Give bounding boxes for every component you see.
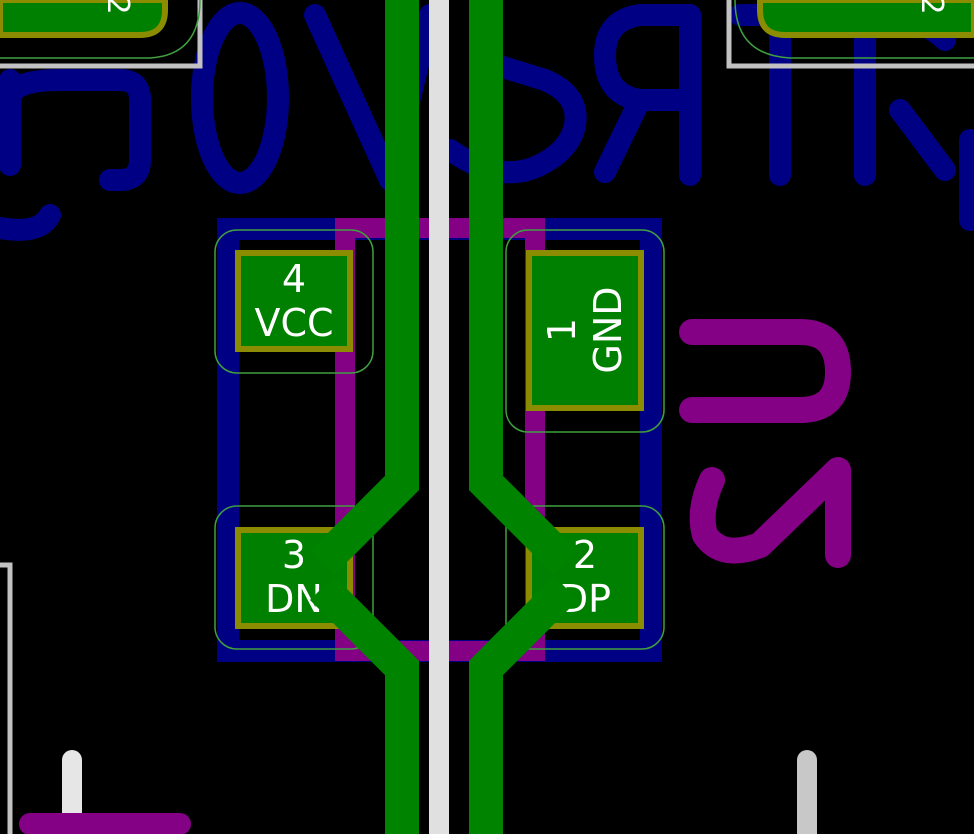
pad-3-number: 3 — [282, 533, 306, 577]
pad-2-number: 2 — [573, 533, 597, 577]
silk-marking-u2 — [679, 319, 851, 568]
partial-pad-left-number: 2 — [100, 0, 135, 15]
partial-pad-right-number: 2 — [914, 0, 949, 15]
pad-4-number: 4 — [282, 257, 306, 301]
edge-cut-line — [429, 0, 449, 834]
pad-clearance-outlines — [0, 0, 974, 650]
partial-pad-right[interactable]: 2 — [757, 0, 974, 38]
pad-1-number: 1 — [540, 318, 584, 342]
pad-1-net: GND — [586, 286, 630, 373]
copper-trace-overlaps — [309, 230, 579, 681]
pad-4-net: VCC — [254, 301, 333, 345]
pad-1-gnd[interactable]: 1 GND — [526, 250, 644, 411]
partial-pad-left[interactable]: 2 — [0, 0, 168, 38]
pad-4-vcc[interactable]: 4 VCC — [235, 250, 353, 352]
pad-2-dp[interactable]: 2 DP — [526, 527, 644, 629]
